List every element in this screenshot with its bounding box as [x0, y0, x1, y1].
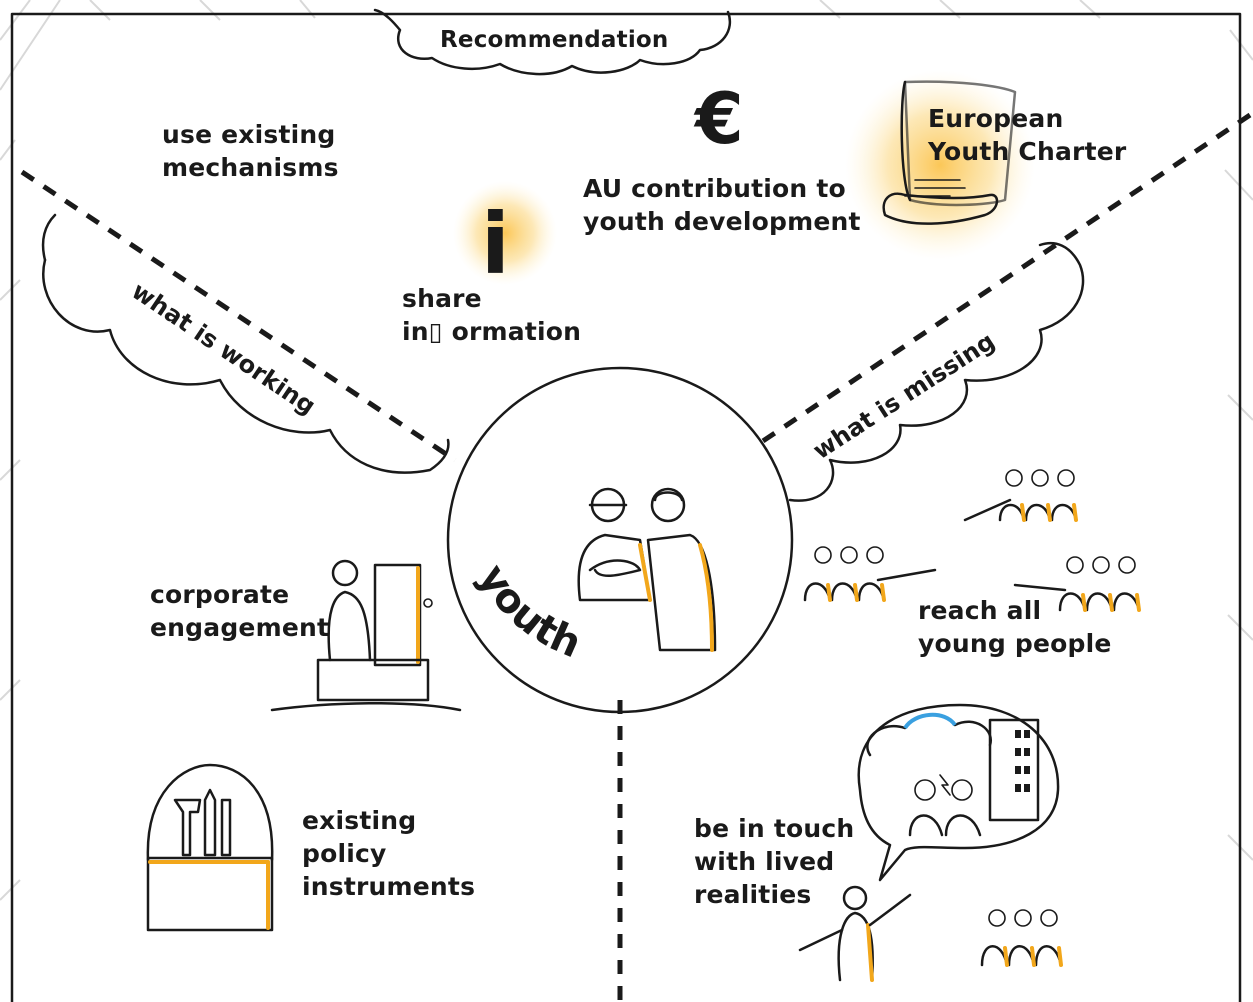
- text-line: policy: [302, 839, 387, 868]
- recommendation-cloud: [373, 8, 731, 76]
- be-in-touch-label: be in touch with lived realities: [694, 812, 854, 911]
- text-line: existing: [302, 806, 417, 835]
- text-line: reach all: [918, 596, 1042, 625]
- lived-realities-bubble-icon: [857, 703, 1060, 882]
- recommendation-label: Recommendation: [440, 27, 669, 53]
- text-line: youth development: [583, 207, 861, 236]
- text-line: be in touch: [694, 814, 855, 843]
- info-icon: i: [453, 181, 557, 293]
- text-line: use existing: [162, 120, 336, 149]
- text-line: with lived: [694, 847, 835, 876]
- euro-icon: €: [693, 78, 744, 160]
- person-at-door-icon: [270, 559, 462, 712]
- svg-text:i: i: [481, 195, 510, 293]
- text-line: engagement: [150, 613, 330, 642]
- discussion-cloud-left-top: [41, 213, 57, 262]
- charter-scroll-icon: [845, 70, 1035, 260]
- share-information-label: share in▯ ormation: [402, 282, 581, 348]
- frame-border: [10, 12, 1242, 1002]
- au-contribution-label: AU contribution to youth development: [583, 172, 861, 238]
- text-line: mechanisms: [162, 153, 339, 182]
- text-line: AU contribution to: [583, 174, 846, 203]
- two-people-icon: [577, 487, 717, 652]
- text-line: in▯ ormation: [402, 317, 582, 346]
- text-line: instruments: [302, 872, 476, 901]
- text-line: realities: [694, 880, 812, 909]
- text-line: share: [402, 284, 482, 313]
- text-line: corporate: [150, 580, 290, 609]
- use-existing-mechanisms-label: use existing mechanisms: [162, 118, 339, 184]
- discussion-cloud: [42, 258, 450, 474]
- text-line: Youth Charter: [928, 137, 1127, 166]
- people-groups-icon: [803, 469, 1141, 612]
- text-line: European: [928, 104, 1064, 133]
- european-youth-charter-label: European Youth Charter: [928, 102, 1126, 168]
- divider-missing: [758, 112, 1252, 446]
- reach-all-young-people-label: reach all young people: [918, 594, 1112, 660]
- divider-working: [20, 169, 457, 463]
- corporate-engagement-label: corporate engagement: [150, 578, 329, 644]
- text-line: young people: [918, 629, 1112, 658]
- toolbox-icon: [146, 763, 274, 932]
- youth-circle: [446, 366, 794, 714]
- discussion-cloud-right: [788, 241, 1085, 502]
- existing-policy-instruments-label: existing policy instruments: [302, 804, 475, 903]
- speaker-and-group-icon: [798, 885, 1063, 982]
